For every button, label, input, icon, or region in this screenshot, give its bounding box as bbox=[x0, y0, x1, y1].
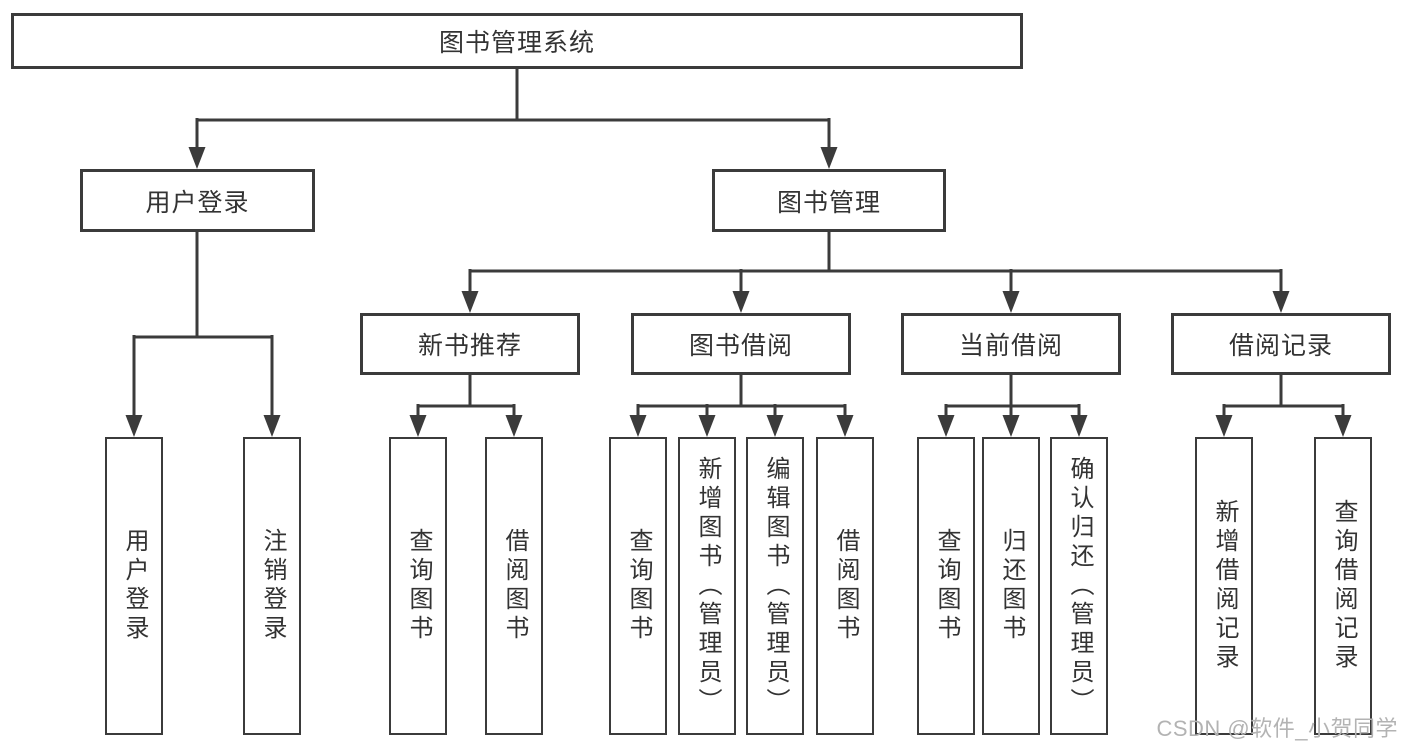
node-label: 查询图书 bbox=[405, 528, 432, 644]
node-query-books-current: 查询图书 bbox=[917, 437, 975, 735]
node-label: 查询借阅记录 bbox=[1330, 499, 1357, 673]
node-logout-action: 注销登录 bbox=[243, 437, 301, 735]
node-borrow-records: 借阅记录 bbox=[1171, 313, 1391, 375]
node-add-borrow-record: 新增借阅记录 bbox=[1195, 437, 1253, 735]
node-query-borrow-record: 查询借阅记录 bbox=[1314, 437, 1372, 735]
node-return-books: 归还图书 bbox=[982, 437, 1040, 735]
node-borrow-books-action: 借阅图书 bbox=[816, 437, 874, 735]
node-add-books-admin: 新增图书（管理员） bbox=[678, 437, 736, 735]
node-label: 用户登录 bbox=[145, 188, 250, 217]
node-label: 新增借阅记录 bbox=[1211, 499, 1238, 673]
node-label: 借阅图书 bbox=[832, 528, 859, 644]
node-label: 图书管理系统 bbox=[438, 29, 595, 57]
node-query-books-recommend: 查询图书 bbox=[389, 437, 447, 735]
node-user-login: 用户登录 bbox=[80, 169, 315, 232]
node-label: 编辑图书（管理员） bbox=[762, 455, 789, 717]
node-label: 新增图书（管理员） bbox=[694, 455, 721, 717]
node-edit-books-admin: 编辑图书（管理员） bbox=[746, 437, 804, 735]
node-new-book-recommend: 新书推荐 bbox=[360, 313, 580, 375]
node-label: 确认归还（管理员） bbox=[1066, 455, 1093, 717]
node-confirm-return-admin: 确认归还（管理员） bbox=[1050, 437, 1108, 735]
node-label: 查询图书 bbox=[625, 528, 652, 644]
node-library-management-system: 图书管理系统 bbox=[11, 13, 1023, 69]
node-label: 当前借阅 bbox=[958, 332, 1063, 360]
node-borrow-books-recommend: 借阅图书 bbox=[485, 437, 543, 735]
csdn-watermark: CSDN @软件_小贺同学 bbox=[1156, 716, 1398, 741]
node-user-login-action: 用户登录 bbox=[105, 437, 163, 735]
node-label: 图书借阅 bbox=[688, 332, 793, 360]
node-book-borrow: 图书借阅 bbox=[631, 313, 851, 375]
node-label: 图书管理 bbox=[776, 188, 881, 217]
node-label: 借阅记录 bbox=[1228, 332, 1333, 360]
node-query-books-borrow: 查询图书 bbox=[609, 437, 667, 735]
node-label: 用户登录 bbox=[121, 528, 148, 644]
node-label: 借阅图书 bbox=[501, 528, 528, 644]
node-book-management: 图书管理 bbox=[712, 169, 946, 232]
node-label: 新书推荐 bbox=[417, 332, 522, 360]
node-label: 注销登录 bbox=[259, 528, 286, 644]
node-label: 归还图书 bbox=[998, 528, 1025, 644]
node-label: 查询图书 bbox=[933, 528, 960, 644]
node-current-borrow: 当前借阅 bbox=[901, 313, 1121, 375]
